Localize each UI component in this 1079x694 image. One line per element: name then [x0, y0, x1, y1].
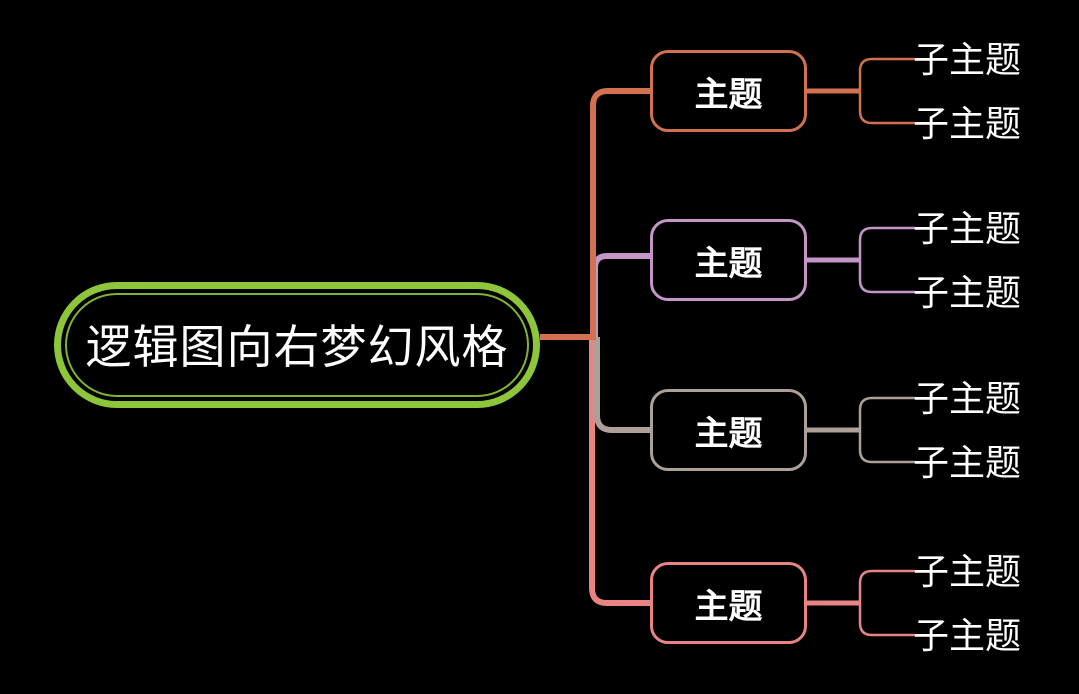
subtopic-label-1-2[interactable]: 子主题 — [913, 103, 1022, 144]
topic-node-3[interactable]: 主题 — [650, 389, 807, 471]
topic-node-2[interactable]: 主题 — [650, 219, 807, 301]
connector-branch4-fork — [858, 569, 915, 637]
root-label: 逻辑图向右梦幻风格 — [85, 321, 509, 373]
root-node[interactable]: 逻辑图向右梦幻风格 — [54, 282, 540, 408]
connector-branch2-fork — [858, 226, 915, 294]
connector-root-branch1 — [540, 88, 650, 340]
connector-branch1-fork — [858, 57, 915, 125]
subtopic-label-2-2[interactable]: 子主题 — [913, 272, 1022, 313]
subtopic-label-2-1[interactable]: 子主题 — [913, 208, 1022, 249]
topic-node-1[interactable]: 主题 — [650, 50, 807, 132]
subtopic-label-4-2[interactable]: 子主题 — [913, 615, 1022, 656]
connector-root-branch2 — [592, 253, 650, 337]
connector-root-branch3 — [594, 337, 650, 433]
topic-label-1: 主题 — [694, 75, 763, 114]
subtopic-label-1-1[interactable]: 子主题 — [913, 39, 1022, 80]
subtopic-label-3-1[interactable]: 子主题 — [913, 378, 1022, 419]
topic-label-4: 主题 — [694, 587, 763, 626]
subtopic-label-3-2[interactable]: 子主题 — [913, 442, 1022, 483]
connector-branch3-fork — [858, 396, 915, 464]
topic-node-4[interactable]: 主题 — [650, 562, 807, 644]
topic-label-3: 主题 — [694, 414, 763, 453]
subtopic-label-4-1[interactable]: 子主题 — [913, 551, 1022, 592]
topic-label-2: 主题 — [694, 244, 763, 283]
connector-root-branch4 — [589, 337, 650, 606]
